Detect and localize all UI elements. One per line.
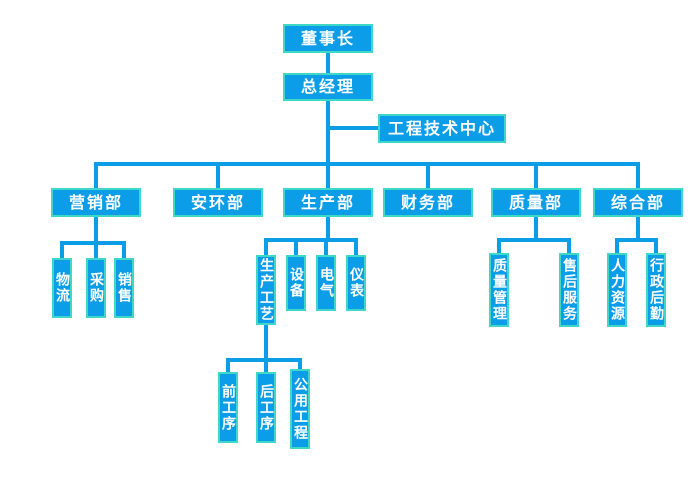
org-node-label: 安环部 [190,192,245,212]
org-node-quality-management: 质量管理 [489,253,509,327]
org-node-equipment: 设备 [286,255,306,311]
org-node-general-affairs-dept: 综合部 [593,188,683,217]
connector-line [298,360,302,369]
org-node-label: 销售 [116,272,132,304]
org-node-after-sales-service: 售后服务 [559,253,579,327]
org-node-logistics: 物流 [52,258,72,318]
org-node-label: 仪表 [348,267,364,299]
connector-line [60,241,126,245]
org-node-finance-dept: 财务部 [383,188,473,217]
org-node-safety-env-dept: 安环部 [173,188,263,217]
connector-line [534,162,538,188]
connector-line [94,217,98,245]
connector-line [294,240,298,255]
connector-line [636,162,640,188]
org-node-front-process: 前工序 [218,372,238,443]
connector-line [326,126,382,130]
org-node-label: 董事长 [300,28,355,48]
org-node-label: 物流 [54,272,70,304]
org-node-human-resources: 人力资源 [607,253,627,327]
org-node-label: 营销部 [68,192,123,212]
connector-line [636,217,640,242]
org-node-label: 生产工艺 [258,258,274,322]
org-node-label: 生产部 [300,192,355,212]
connector-line [615,238,658,242]
org-node-label: 公用工程 [292,377,308,441]
connector-line [497,240,501,253]
connector-line [94,162,98,188]
org-node-label: 采购 [88,272,104,304]
org-node-label: 综合部 [610,192,665,212]
org-node-production-dept: 生产部 [283,188,373,217]
org-node-label: 人力资源 [609,258,625,322]
org-node-back-process: 后工序 [256,372,276,443]
connector-line [354,240,358,255]
connector-line [60,243,64,258]
org-node-production-process: 生产工艺 [256,255,276,325]
connector-line [615,240,619,253]
connector-line [497,238,571,242]
org-node-electrical: 电气 [316,255,336,311]
connector-line [264,238,358,242]
connector-line [226,360,230,372]
org-node-utility-engineering: 公用工程 [290,369,310,449]
connector-line [216,162,220,188]
org-node-label: 总经理 [300,77,355,96]
connector-line [264,240,268,255]
org-node-admin-logistics: 行政后勤 [646,253,666,327]
org-node-label: 后工序 [258,383,274,432]
org-node-instrumentation: 仪表 [346,255,366,311]
org-node-label: 设备 [288,267,304,299]
connector-line [567,240,571,253]
org-node-label: 工程技术中心 [387,118,496,138]
connector-line [264,325,268,362]
org-node-label: 电气 [318,267,334,299]
org-node-label: 前工序 [220,383,236,432]
org-node-sales: 销售 [114,258,134,318]
org-node-quality-dept: 质量部 [491,188,581,217]
org-node-label: 售后服务 [561,258,577,322]
org-node-label: 质量部 [508,192,563,212]
connector-line [122,243,126,258]
org-node-general-manager: 总经理 [283,73,373,101]
connector-line [654,240,658,253]
connector-line [326,164,330,188]
connector-line [326,217,330,242]
org-node-engineering-center: 工程技术中心 [378,114,506,143]
org-node-label: 财务部 [400,192,455,212]
connector-line [94,162,640,166]
connector-line [324,240,328,255]
connector-line [326,101,330,166]
connector-line [426,162,430,188]
connector-line [534,217,538,242]
org-node-label: 行政后勤 [648,258,664,322]
org-node-label: 质量管理 [491,258,507,322]
connector-line [94,243,98,258]
connector-line [326,53,330,73]
org-node-marketing-dept: 营销部 [51,188,141,217]
org-node-chairman: 董事长 [283,24,373,53]
org-node-procurement: 采购 [86,258,106,318]
connector-line [264,360,268,372]
